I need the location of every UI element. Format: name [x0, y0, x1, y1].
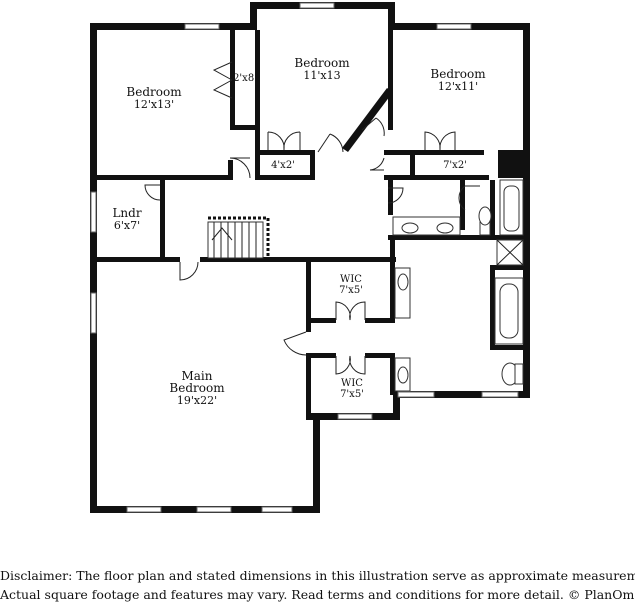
stairs [207, 216, 270, 259]
bedroom-nw-dims: 12'x13' [134, 98, 174, 111]
bedroom-nw-name: Bedroom [126, 85, 182, 99]
interior-walls [90, 30, 523, 420]
closet-nw-dims: 2'x8' [233, 73, 257, 84]
doors [144, 61, 480, 375]
wic-upper-name: WIC [340, 274, 362, 285]
bath-fixtures [392, 179, 524, 392]
bedroom-ne-name: Bedroom [430, 67, 486, 81]
wic-lower-name: WIC [341, 378, 363, 389]
main-bedroom-dims: 19'x22' [177, 394, 217, 407]
room-labels: Bedroom 12'x13' Bedroom 11'x13 Bedroom 1… [112, 56, 486, 407]
laundry-name: Lndr [112, 206, 141, 220]
floor-plan: Bedroom 12'x13' Bedroom 11'x13 Bedroom 1… [90, 2, 530, 513]
main-bedroom-name: Main [181, 369, 212, 383]
main-bedroom-name-2: Bedroom [169, 381, 225, 395]
closet-ne-dims: 7'x2' [443, 160, 467, 171]
disclaimer: Disclaimer: The floor plan and stated di… [0, 566, 635, 604]
wic-upper-dims: 7'x5' [339, 285, 363, 296]
disclaimer-line-1: Disclaimer: The floor plan and stated di… [0, 568, 635, 583]
wic-lower-dims: 7'x5' [340, 389, 364, 400]
laundry-dims: 6'x7' [114, 219, 140, 232]
closet-center-dims: 4'x2' [271, 160, 295, 171]
bedroom-ne-dims: 12'x11' [438, 80, 478, 93]
windows [90, 2, 519, 513]
bedroom-center-name: Bedroom [294, 56, 350, 70]
disclaimer-line-2: Actual square footage and features may v… [0, 587, 635, 602]
bedroom-center-dims: 11'x13 [303, 69, 340, 82]
